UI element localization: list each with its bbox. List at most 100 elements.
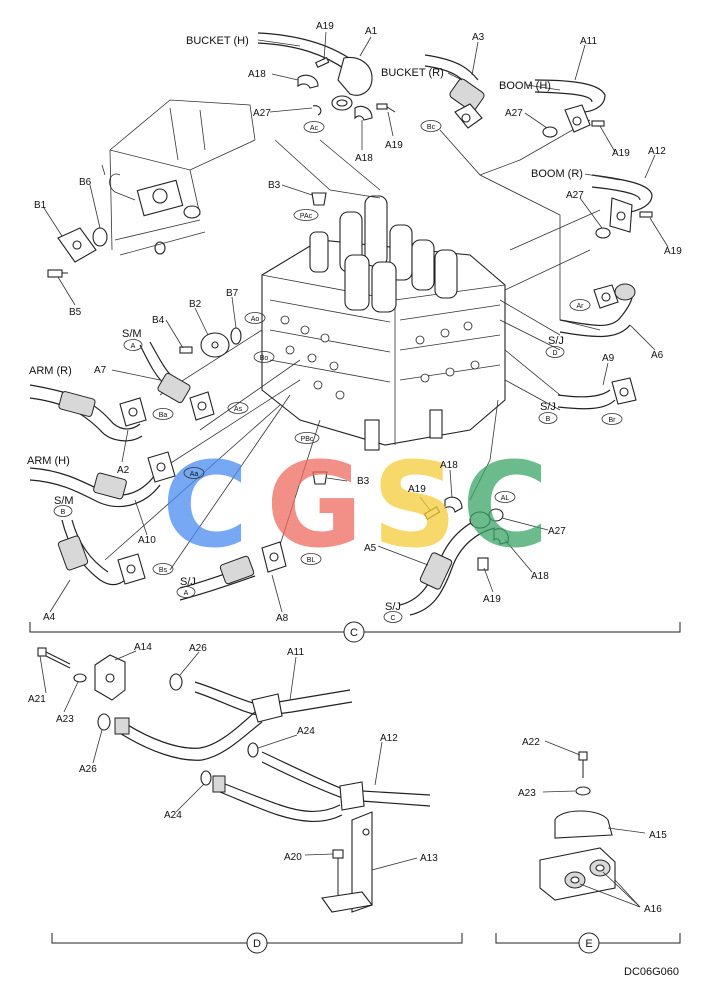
part-label: A5 — [364, 543, 377, 554]
port-tag-ao: Ao — [244, 312, 266, 324]
part-label: A12 — [648, 146, 666, 157]
port-tag-bc: Bc — [420, 120, 442, 132]
port-tag-bo: Bo — [253, 351, 275, 363]
port-name-boom-h: BOOM (H) — [499, 80, 551, 92]
svg-text:B: B — [61, 509, 66, 516]
part-label: A20 — [284, 852, 302, 863]
section-marker-d: D — [246, 932, 268, 954]
part-label: A27 — [253, 108, 271, 119]
part-label: A19 — [664, 246, 682, 257]
part-label: B3 — [268, 180, 281, 191]
svg-text:A: A — [131, 343, 136, 350]
part-label: A6 — [651, 350, 664, 361]
part-label: A27 — [505, 108, 523, 119]
port-tag-pbc: PBc — [294, 432, 320, 444]
part-label: A23 — [56, 714, 74, 725]
detail-d-labels: A21 A23 A14 A26 A26 A11 A24 A24 A12 A20 … — [28, 642, 438, 864]
part-label: B4 — [152, 315, 165, 326]
part-label: B5 — [69, 307, 82, 318]
port-name-bucket-r: BUCKET (R) — [381, 67, 444, 79]
part-label: A19 — [316, 21, 334, 32]
part-label: A19 — [408, 484, 426, 495]
port-tag-as: As — [227, 402, 249, 414]
svg-text:Ba: Ba — [159, 412, 168, 419]
svg-text:C: C — [390, 615, 395, 622]
part-label: A24 — [297, 726, 315, 737]
detail-c-labels: BUCKET (H) BUCKET (R) BOOM (H) BOOM (R) … — [27, 21, 682, 624]
part-label: A22 — [522, 737, 540, 748]
port-tag-c: C — [383, 611, 403, 623]
part-label: A23 — [518, 788, 536, 799]
part-label: A11 — [580, 36, 597, 47]
section-marker-e: E — [578, 932, 600, 954]
port-tag-pac: PAc — [293, 209, 319, 221]
section-marker-c: C — [343, 621, 365, 643]
watermark-letter: C — [462, 436, 549, 574]
drawing-code: DC06G060 — [624, 966, 679, 978]
watermark-letter: C — [162, 436, 249, 574]
port-name-sm-a: S/M — [122, 328, 142, 340]
part-label: A12 — [380, 733, 398, 744]
part-label: A13 — [420, 853, 438, 864]
detail-c-drawing — [29, 31, 681, 633]
port-name-sj-c: S/J — [385, 601, 401, 613]
part-label: A15 — [649, 830, 667, 841]
port-tag-ar: Ar — [569, 299, 591, 311]
port-tag-a2: A — [176, 586, 196, 598]
svg-text:Br: Br — [609, 417, 617, 424]
svg-text:Ar: Ar — [577, 303, 585, 310]
part-label: A18 — [248, 69, 266, 80]
port-name-sj-b: S/J — [540, 401, 556, 413]
part-label: B6 — [79, 177, 92, 188]
svg-text:PAc: PAc — [300, 213, 313, 220]
port-tags: Ac Bc PAc Ar D Ao Bo A As Ba PBc Br B Aa… — [53, 120, 623, 623]
part-label: A19 — [612, 148, 630, 159]
port-tag-br: Br — [601, 413, 623, 425]
svg-text:D: D — [253, 938, 261, 950]
svg-text:Ao: Ao — [251, 316, 260, 323]
part-label: A18 — [531, 571, 549, 582]
part-label: A8 — [276, 613, 289, 624]
part-label: A1 — [365, 26, 378, 37]
port-tag-b1: B — [538, 412, 558, 424]
port-name-bucket-h: BUCKET (H) — [186, 35, 249, 47]
svg-text:Aa: Aa — [190, 471, 199, 478]
port-name-sj-a: S/J — [180, 576, 196, 588]
part-label: A24 — [164, 810, 182, 821]
part-label: A18 — [440, 460, 458, 471]
port-name-sm: S/M — [54, 495, 74, 507]
part-label: A10 — [138, 535, 156, 546]
svg-text:D: D — [552, 350, 557, 357]
svg-text:Bs: Bs — [159, 567, 168, 574]
watermark-letter: S — [372, 436, 457, 574]
port-tag-bs: Bs — [152, 563, 174, 575]
part-label: A11 — [287, 647, 304, 658]
svg-text:BL: BL — [307, 557, 316, 564]
port-tag-aa: Aa — [183, 467, 205, 479]
detail-d-drawing — [37, 647, 463, 944]
svg-text:PBc: PBc — [301, 436, 314, 443]
svg-text:Ac: Ac — [310, 125, 319, 132]
port-tag-a1: A — [123, 339, 143, 351]
svg-text:As: As — [234, 406, 243, 413]
part-label: A18 — [355, 153, 373, 164]
port-tag-ac: Ac — [303, 121, 325, 133]
part-label: A26 — [189, 643, 207, 654]
port-tag-bl: BL — [300, 553, 322, 565]
port-name-arm-h: ARM (H) — [27, 455, 70, 467]
part-label: B2 — [189, 299, 202, 310]
watermark-logo: C G S C — [162, 436, 549, 574]
part-label: A4 — [43, 612, 56, 623]
part-label: A9 — [602, 353, 615, 364]
part-label: B7 — [226, 288, 239, 299]
port-tag-d: D — [545, 346, 565, 358]
part-label: B1 — [34, 200, 47, 211]
svg-text:B: B — [546, 416, 551, 423]
part-label: A16 — [644, 904, 662, 915]
svg-text:C: C — [350, 627, 358, 639]
port-name-arm-r: ARM (R) — [29, 365, 72, 377]
watermark-letter: G — [266, 436, 363, 574]
part-label: A7 — [94, 365, 107, 376]
svg-text:A: A — [184, 590, 189, 597]
